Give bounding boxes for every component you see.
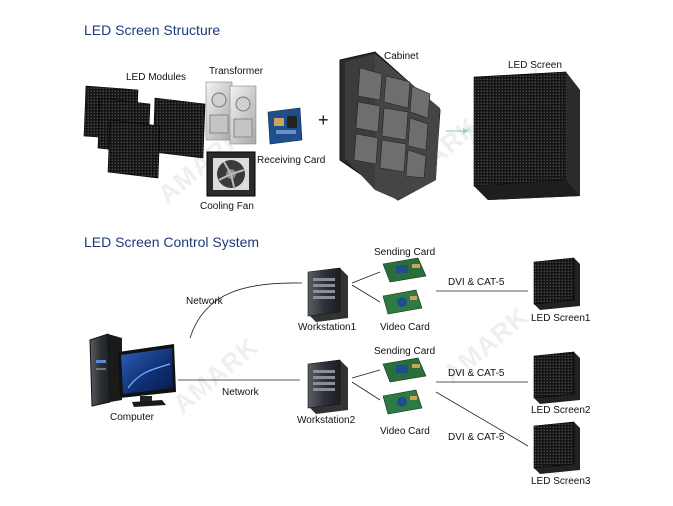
sending-card2-label: Sending Card [374,346,436,357]
connection-lines [178,271,529,447]
dvi-cat5-label-2: DVI & CAT-5 [448,368,505,379]
workstation2-icon [307,359,348,414]
video-card2-icon [382,389,423,415]
led-screen1-label: LED Screen1 [531,313,591,324]
plus-sign: + [318,110,329,130]
led-screen1-icon [533,257,580,310]
workstation1-label: Workstation1 [298,322,357,333]
transformer-icon [205,81,257,145]
computer-icon [89,333,176,407]
workstation1-icon [307,267,348,322]
cabinet-icon [339,51,441,201]
video-card1-label: Video Card [380,322,430,333]
cooling-fan-icon [206,151,256,197]
transformer-label: Transformer [209,66,264,77]
led-screen-icon [473,71,580,200]
led-screen2-label: LED Screen2 [531,405,591,416]
led-screen-label: LED Screen [508,60,562,71]
cabinet-label: Cabinet [384,51,419,62]
sending-card1-label: Sending Card [374,247,436,258]
led-modules-label: LED Modules [126,72,187,83]
sending-card1-icon [382,257,427,283]
receiving-card-icon [267,107,303,145]
led-modules-icon [83,85,206,179]
computer-label: Computer [110,412,154,423]
receiving-card-label: Receiving Card [257,155,326,166]
sending-card2-icon [382,357,427,383]
control-title: LED Screen Control System [84,234,260,250]
video-card1-icon [382,289,423,315]
network1-label: Network [186,296,223,307]
led-screen3-icon [533,421,580,474]
structure-title: LED Screen Structure [84,22,221,38]
led-screen2-icon [533,351,580,404]
network2-label: Network [222,387,259,398]
video-card2-label: Video Card [380,426,430,437]
workstation2-label: Workstation2 [297,415,356,426]
arrow-icon [446,128,469,134]
led-screen3-label: LED Screen3 [531,476,591,487]
dvi-cat5-label-1: DVI & CAT-5 [448,277,505,288]
cooling-fan-label: Cooling Fan [200,201,254,212]
dvi-cat5-label-3: DVI & CAT-5 [448,432,505,443]
